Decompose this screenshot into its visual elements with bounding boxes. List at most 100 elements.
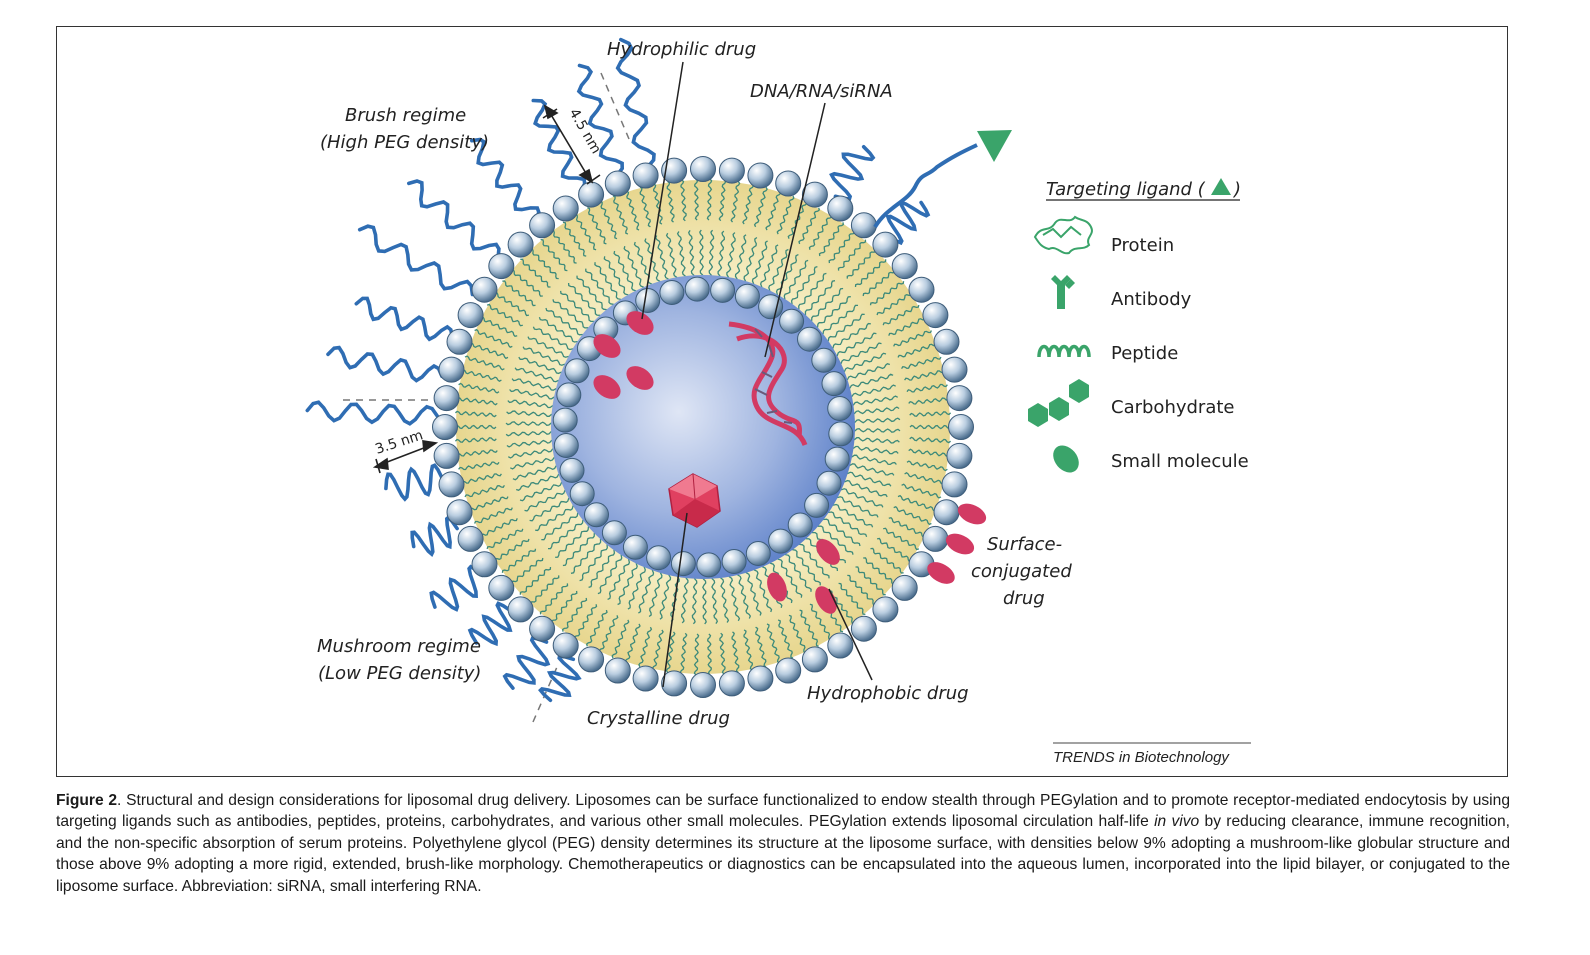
lipid-tail bbox=[809, 603, 832, 641]
lipid-head bbox=[457, 302, 484, 329]
lipid-tail bbox=[776, 195, 795, 235]
lipid-tail bbox=[847, 384, 896, 399]
lipid-head bbox=[891, 253, 918, 280]
lipid-tail bbox=[474, 507, 513, 524]
lipid-tail bbox=[706, 178, 713, 221]
lipid-tail bbox=[727, 572, 741, 622]
lipid-tail bbox=[788, 614, 807, 654]
lipid-tail bbox=[540, 238, 568, 272]
lipid-tail bbox=[574, 213, 597, 251]
aqueous-lumen bbox=[551, 275, 855, 579]
lipid-head bbox=[559, 457, 585, 483]
lipid-tail bbox=[456, 449, 498, 457]
lipid-tail bbox=[730, 181, 741, 223]
lipid-tail bbox=[743, 629, 753, 671]
hydrophilic-drug bbox=[626, 311, 654, 335]
lipid-tail bbox=[535, 503, 577, 532]
lipid-tail bbox=[801, 280, 836, 318]
lipid-tail bbox=[567, 282, 603, 319]
peg-chain bbox=[576, 63, 625, 178]
lipid-head bbox=[556, 382, 582, 408]
lipid-head bbox=[488, 253, 515, 280]
lipid-tail bbox=[744, 568, 762, 616]
lipid-head bbox=[747, 665, 774, 692]
lipid-tail bbox=[845, 373, 894, 390]
lipid-tail bbox=[846, 249, 877, 279]
lipid-tail bbox=[888, 317, 927, 336]
lipid-head bbox=[690, 672, 716, 698]
lipid-tail bbox=[710, 574, 719, 624]
lipid-head bbox=[824, 446, 850, 472]
lipid-tail bbox=[469, 342, 509, 360]
lipid-head bbox=[821, 371, 847, 397]
lipid-tail bbox=[734, 234, 747, 284]
antibody-icon bbox=[1051, 275, 1075, 309]
lipid-tail bbox=[833, 494, 879, 518]
lipid-tail bbox=[845, 462, 895, 476]
lipid-tail bbox=[883, 527, 920, 551]
lipid-tail bbox=[699, 229, 705, 280]
lipid-tail bbox=[825, 509, 868, 538]
surface-drug bbox=[945, 533, 975, 555]
lipid-head bbox=[745, 541, 771, 566]
lipid-tail bbox=[863, 557, 896, 585]
lipid-tail bbox=[539, 583, 569, 615]
lipid-tail bbox=[559, 290, 597, 325]
lipid-tail bbox=[774, 254, 799, 299]
lipid-tail bbox=[799, 609, 819, 647]
peg-chain bbox=[467, 601, 513, 647]
lipid-tail bbox=[461, 368, 502, 382]
lipid-head bbox=[659, 280, 685, 305]
legend-item-peptide: Peptide bbox=[1111, 343, 1178, 364]
lipid-tail bbox=[752, 565, 773, 613]
lipid-tail bbox=[518, 356, 566, 375]
lipid-tail bbox=[795, 272, 827, 313]
lipid-tail bbox=[545, 307, 586, 338]
lipid-tail bbox=[687, 230, 696, 280]
legend-item-carbohydrate: Carbohydrate bbox=[1111, 397, 1235, 418]
lipid-tail bbox=[510, 269, 543, 297]
lipid-tail bbox=[520, 258, 551, 288]
lipid-tail bbox=[849, 445, 899, 455]
peg-chain bbox=[885, 200, 931, 246]
lipid-tail bbox=[524, 488, 570, 512]
lipid-tail bbox=[719, 573, 730, 623]
lipid-tail bbox=[808, 287, 844, 324]
lipid-head bbox=[471, 551, 498, 578]
lipid-tail bbox=[550, 590, 578, 624]
lipid-tail bbox=[464, 355, 505, 371]
lipid-head bbox=[622, 534, 648, 560]
peg-chain bbox=[615, 37, 656, 169]
peptide-icon bbox=[1037, 344, 1091, 358]
lipid-tail bbox=[847, 454, 897, 466]
lipid-head bbox=[646, 545, 672, 571]
lipid-tail bbox=[612, 195, 629, 235]
lipid-tail bbox=[627, 563, 647, 610]
lipid-tail bbox=[527, 336, 573, 360]
lipid-head bbox=[941, 356, 968, 383]
lipid-head bbox=[946, 385, 973, 412]
lipid-tail bbox=[562, 597, 588, 632]
lipid-head bbox=[601, 520, 627, 546]
peg-chain bbox=[410, 515, 459, 558]
lipid-tail bbox=[765, 190, 782, 231]
lipid-head bbox=[578, 181, 605, 208]
lipid-tail bbox=[798, 207, 821, 245]
lipid-tail bbox=[530, 248, 559, 280]
lipid-head bbox=[632, 162, 659, 189]
lipid-tail bbox=[840, 479, 888, 498]
lipid-tail bbox=[644, 238, 662, 286]
lipid-tail bbox=[840, 352, 887, 374]
peg-chain bbox=[829, 145, 876, 201]
surface-drug bbox=[927, 562, 955, 584]
lipid-tail bbox=[666, 181, 675, 223]
lipid-tail bbox=[514, 367, 563, 383]
lipid-head bbox=[948, 414, 974, 440]
dimension-4-5nm bbox=[542, 104, 601, 185]
lipid-tail bbox=[598, 615, 619, 653]
lipid-head bbox=[569, 481, 595, 507]
lipid-tail bbox=[532, 326, 577, 352]
lipid-head bbox=[433, 442, 460, 469]
lipid-tail bbox=[529, 575, 560, 605]
lipid-tail bbox=[783, 550, 812, 592]
